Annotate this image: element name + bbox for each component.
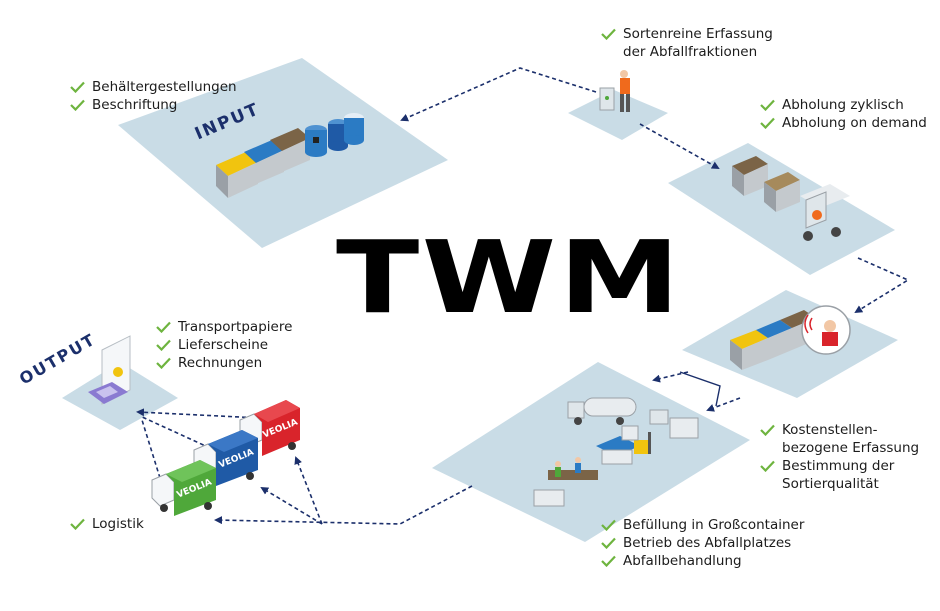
output-documents — [88, 335, 131, 405]
checkmark-icon — [760, 117, 775, 129]
checkmark-icon — [156, 339, 171, 351]
pickup-check-item: Abholung on demand — [782, 115, 927, 131]
processing-check-item: Betrieb des Abfallplatzes — [623, 535, 792, 551]
checkmark-icon — [601, 519, 616, 531]
checkmark-icon — [601, 555, 616, 567]
checkmark-icon — [760, 460, 775, 472]
arrow-accounting-to-processing-2 — [706, 397, 741, 412]
pickup-bins-and-vehicle — [732, 156, 850, 241]
processing-check-item: Befüllung in Großcontainer — [623, 517, 805, 533]
arrow-red-truck-to-output — [136, 408, 261, 419]
processing-site — [533, 397, 699, 507]
collection-check-item: der Abfallfraktionen — [623, 44, 758, 60]
arrow-to-blue-truck — [260, 486, 323, 525]
accounting-check-item: Bestimmung der — [782, 458, 895, 474]
accounting-connector — [679, 371, 721, 407]
input-check-item: Beschriftung — [92, 97, 178, 113]
accounting-check-item: bezogene Erfassung — [782, 440, 920, 456]
page-title: TWM — [336, 219, 683, 336]
input-bins — [216, 128, 310, 198]
input-barrels — [305, 113, 364, 157]
pickup-check-item: Abholung zyklisch — [782, 97, 904, 113]
arrow-green-truck-to-output — [141, 419, 161, 479]
checkmark-icon — [70, 81, 85, 93]
logistics-check-item: Logistik — [92, 516, 144, 532]
input-check-item: Behältergestellungen — [92, 79, 237, 95]
checkmark-icon — [70, 99, 85, 111]
output-check-item: Transportpapiere — [178, 319, 293, 335]
truck-green — [151, 460, 216, 516]
arrow-collection-to-pickup — [639, 123, 720, 169]
arrow-to-red-truck — [294, 456, 323, 525]
arrow-processing-to-logistics — [214, 485, 473, 525]
checkmark-icon — [601, 537, 616, 549]
flow-arrows — [136, 67, 910, 525]
arrow-collection-to-input — [400, 67, 597, 122]
platform-collection — [568, 90, 668, 140]
platform-processing — [432, 362, 750, 542]
checkmark-icon — [70, 518, 85, 530]
collection-worker — [599, 70, 630, 112]
checkmark-icon — [760, 99, 775, 111]
collection-check-item: Sortenreine Erfassung — [623, 26, 773, 42]
arrow-accounting-to-processing-1 — [652, 371, 689, 383]
checkmark-icon — [760, 424, 775, 436]
output-check-item: Rechnungen — [178, 355, 263, 371]
arrow-blue-truck-to-output — [139, 415, 211, 449]
accounting-check-item: Kostenstellen- — [782, 422, 878, 438]
checkmark-icon — [601, 28, 616, 40]
checkmark-icon — [156, 357, 171, 369]
scanner-badge — [801, 305, 851, 355]
processing-check-item: Abfallbehandlung — [623, 553, 742, 569]
accounting-check-item: Sortierqualität — [782, 476, 879, 492]
checkmark-icon — [156, 321, 171, 333]
output-check-item: Lieferscheine — [178, 337, 269, 353]
accounting-bins — [730, 310, 816, 370]
arrow-pickup-to-accounting — [854, 257, 910, 314]
